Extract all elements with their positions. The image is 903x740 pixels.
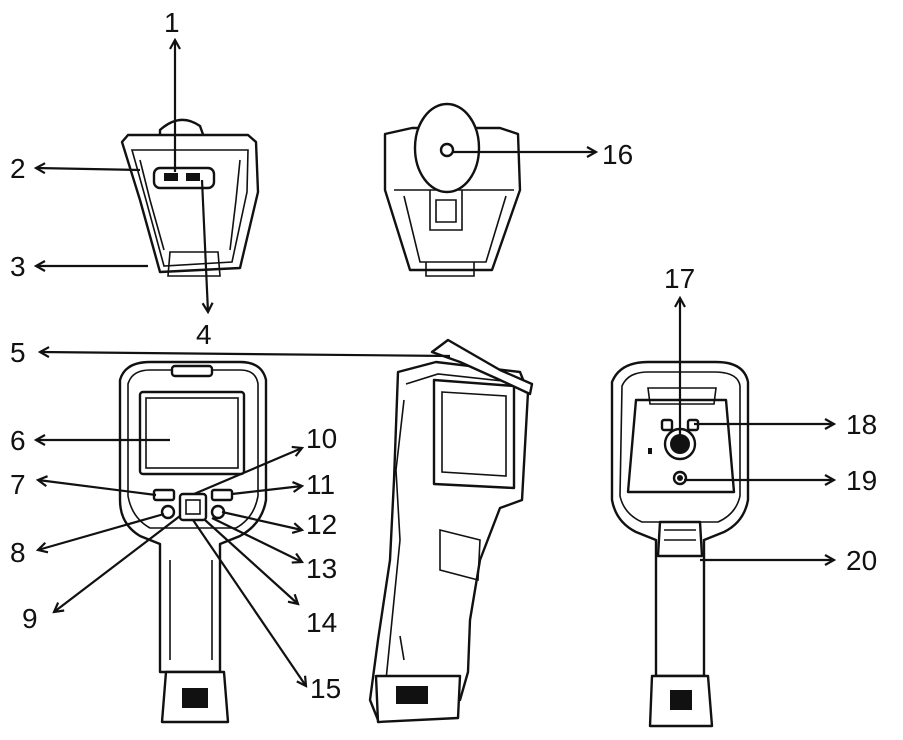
label-6: 6 xyxy=(10,425,26,456)
label-2: 2 xyxy=(10,153,26,184)
label-1: 1 xyxy=(164,7,180,38)
label-17: 17 xyxy=(664,263,695,294)
leader-lines xyxy=(36,40,834,686)
label-19: 19 xyxy=(846,465,877,496)
label-3: 3 xyxy=(10,251,26,282)
side-view-camera xyxy=(368,338,534,724)
top-view-camera xyxy=(120,118,260,277)
label-4: 4 xyxy=(196,319,212,350)
label-8: 8 xyxy=(10,537,26,568)
label-7: 7 xyxy=(10,469,26,500)
front-view-camera xyxy=(383,102,522,277)
label-16: 16 xyxy=(602,139,633,170)
callout-labels: 1 2 3 4 5 6 7 8 9 10 11 12 13 14 15 16 1… xyxy=(10,7,877,704)
label-12: 12 xyxy=(306,509,337,540)
label-11: 11 xyxy=(306,469,335,500)
rear-view-camera xyxy=(118,360,268,724)
label-10: 10 xyxy=(306,423,337,454)
label-14: 14 xyxy=(306,607,337,638)
label-13: 13 xyxy=(306,553,337,584)
label-20: 20 xyxy=(846,545,877,576)
label-18: 18 xyxy=(846,409,877,440)
label-5: 5 xyxy=(10,337,26,368)
label-9: 9 xyxy=(22,603,38,634)
label-15: 15 xyxy=(310,673,341,704)
